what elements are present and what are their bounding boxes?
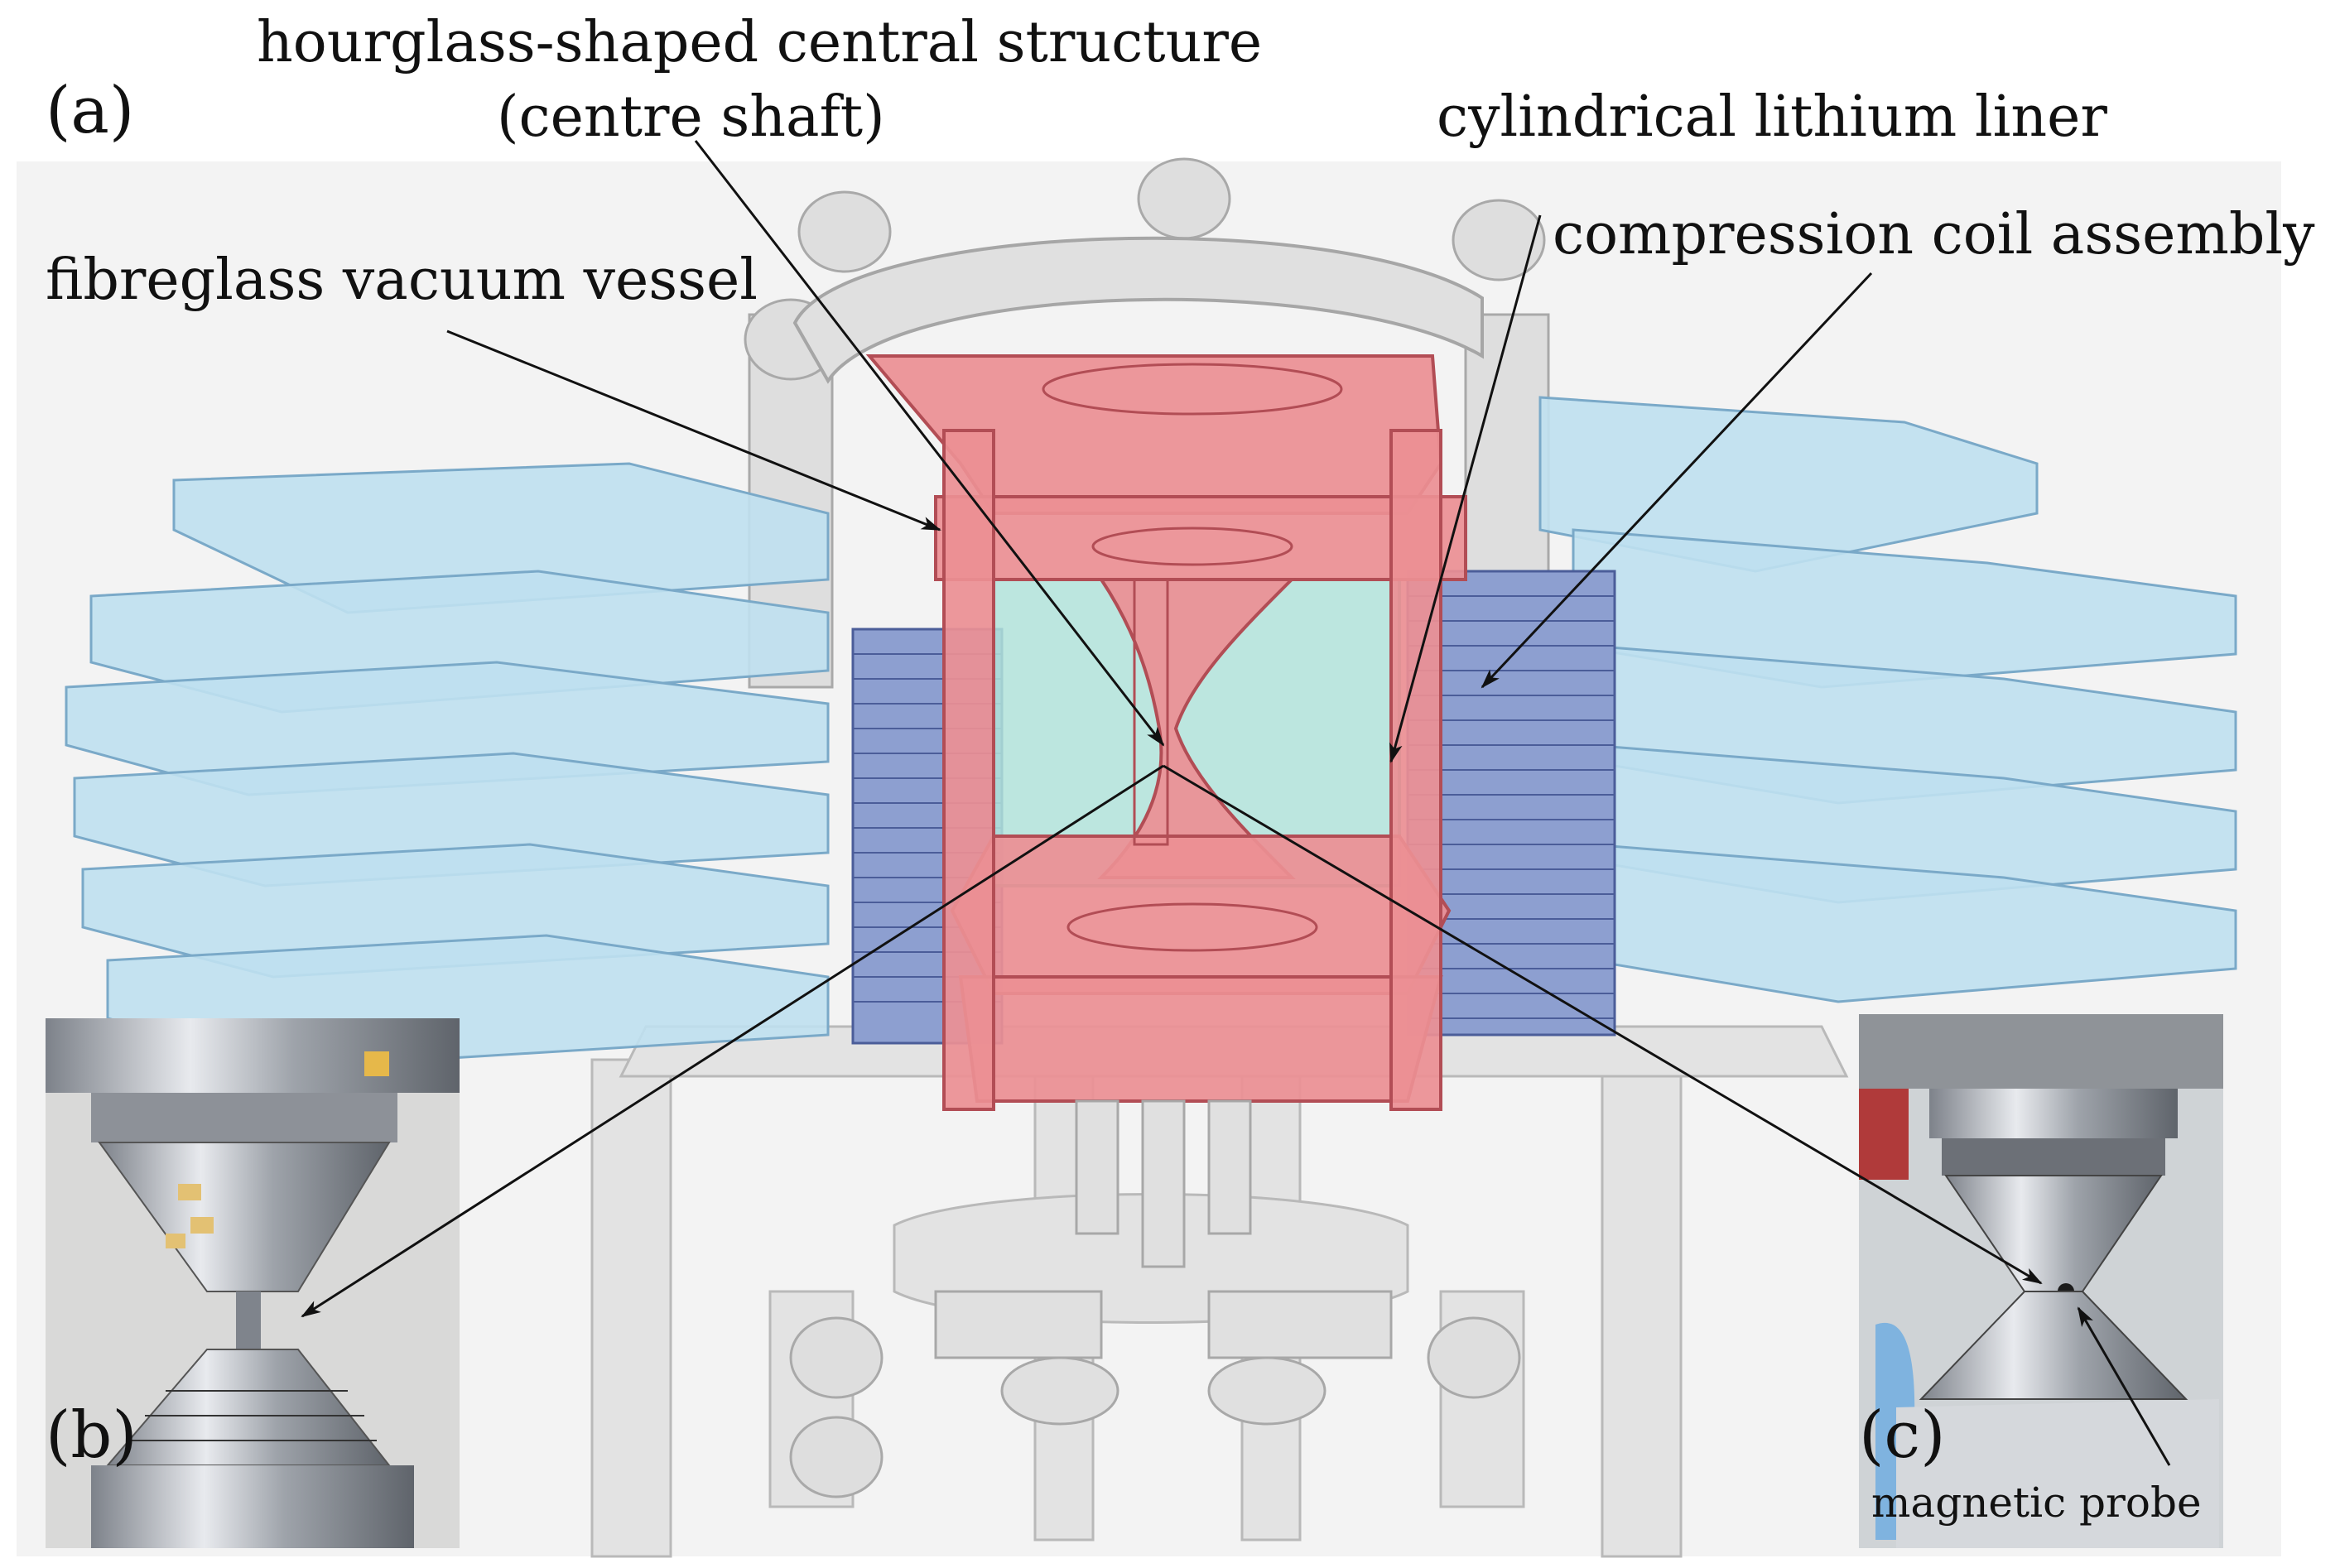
panel-label-a: (a) xyxy=(46,74,135,148)
inset-b-photo xyxy=(46,1018,460,1548)
label-centre-structure: hourglass-shaped central structure xyxy=(257,10,1263,75)
shaft-details xyxy=(1042,363,1343,952)
leader-centre-shaft xyxy=(694,140,1165,747)
panel-label-b: (b) xyxy=(46,1398,137,1473)
lower-hardware xyxy=(934,1099,1393,1426)
top-flange xyxy=(792,236,1484,384)
panel-label-c: (c) xyxy=(1859,1398,1946,1473)
leader-inset-b xyxy=(301,764,1164,1318)
leader-vessel xyxy=(446,329,941,531)
label-compression-coil: compression coil assembly xyxy=(1553,202,2315,267)
label-lithium-liner: cylindrical lithium liner xyxy=(1437,84,2107,150)
tie-rods xyxy=(744,157,1550,1498)
label-magnetic-probe: magnetic probe xyxy=(1871,1479,2202,1527)
leader-liner xyxy=(1389,214,1542,763)
label-centre-shaft: (centre shaft) xyxy=(497,84,885,150)
right-coil-plates xyxy=(1538,396,2237,1003)
leader-lines xyxy=(301,140,2171,1466)
leader-coil xyxy=(1481,272,1873,689)
leader-probe xyxy=(2077,1306,2171,1466)
leader-inset-c xyxy=(1163,764,2043,1285)
centre-shaft xyxy=(865,354,1467,1111)
label-vacuum-vessel: fibreglass vacuum vessel xyxy=(46,248,758,313)
left-coil-plates xyxy=(65,462,830,1070)
